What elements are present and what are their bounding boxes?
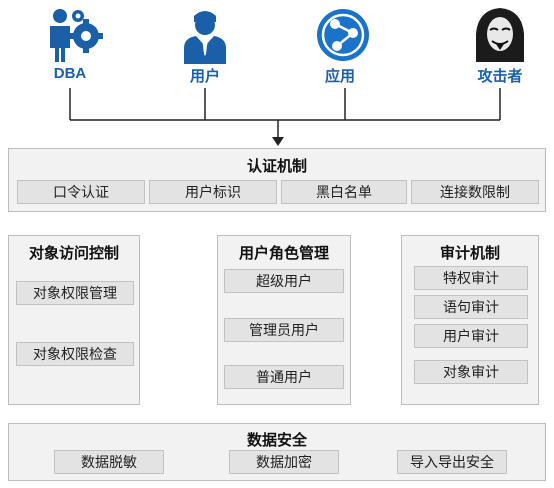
- actor-label-dba: DBA: [53, 65, 87, 82]
- audit-item-statement: 语句审计: [414, 295, 528, 319]
- data-security-title: 数据安全: [246, 432, 307, 449]
- data-security-item-masking: 数据脱敏: [54, 450, 164, 474]
- arrowhead: [272, 137, 284, 146]
- auth-item-blacklist: 黑白名单: [281, 180, 407, 204]
- auth-item-user-id: 用户标识: [149, 180, 277, 204]
- user-roles-item-super: 超级用户: [224, 269, 344, 293]
- actor-label-app: 应用: [324, 68, 355, 85]
- audit-item-privilege: 特权审计: [414, 266, 528, 290]
- audit-title: 审计机制: [439, 245, 500, 262]
- object-access-item-management: 对象权限管理: [16, 281, 134, 305]
- data-security-panel: 数据安全 数据脱敏 数据加密 导入导出安全: [8, 423, 546, 481]
- object-access-item-check: 对象权限检查: [16, 342, 134, 366]
- audit-item-object: 对象审计: [414, 360, 528, 384]
- user-roles-item-admin: 管理员用户: [224, 318, 344, 342]
- audit-item-user: 用户审计: [414, 324, 528, 348]
- attacker-masked-icon: [476, 8, 524, 62]
- data-security-item-encryption: 数据加密: [229, 450, 339, 474]
- auth-panel: 认证机制 口令认证 用户标识 黑白名单 连接数限制: [8, 148, 546, 212]
- actor-label-attacker: 攻击者: [477, 68, 523, 85]
- user-roles-item-normal: 普通用户: [224, 365, 344, 389]
- auth-item-password: 口令认证: [17, 180, 145, 204]
- user-roles-title: 用户角色管理: [238, 245, 329, 262]
- user-roles-panel: 用户角色管理 超级用户 管理员用户 普通用户: [217, 235, 351, 405]
- data-security-item-import-export: 导入导出安全: [397, 450, 507, 474]
- object-access-panel: 对象访问控制 对象权限管理 对象权限检查: [8, 235, 140, 405]
- dba-gears-icon: [50, 9, 103, 62]
- application-globe-icon: [317, 9, 369, 61]
- audit-panel: 审计机制 特权审计 语句审计 用户审计 对象审计: [401, 235, 539, 405]
- actor-label-user: 用户: [189, 68, 220, 85]
- user-businessman-icon: [184, 11, 226, 64]
- auth-item-connection-limit: 连接数限制: [411, 180, 539, 204]
- auth-title: 认证机制: [246, 158, 307, 175]
- object-access-title: 对象访问控制: [28, 245, 119, 262]
